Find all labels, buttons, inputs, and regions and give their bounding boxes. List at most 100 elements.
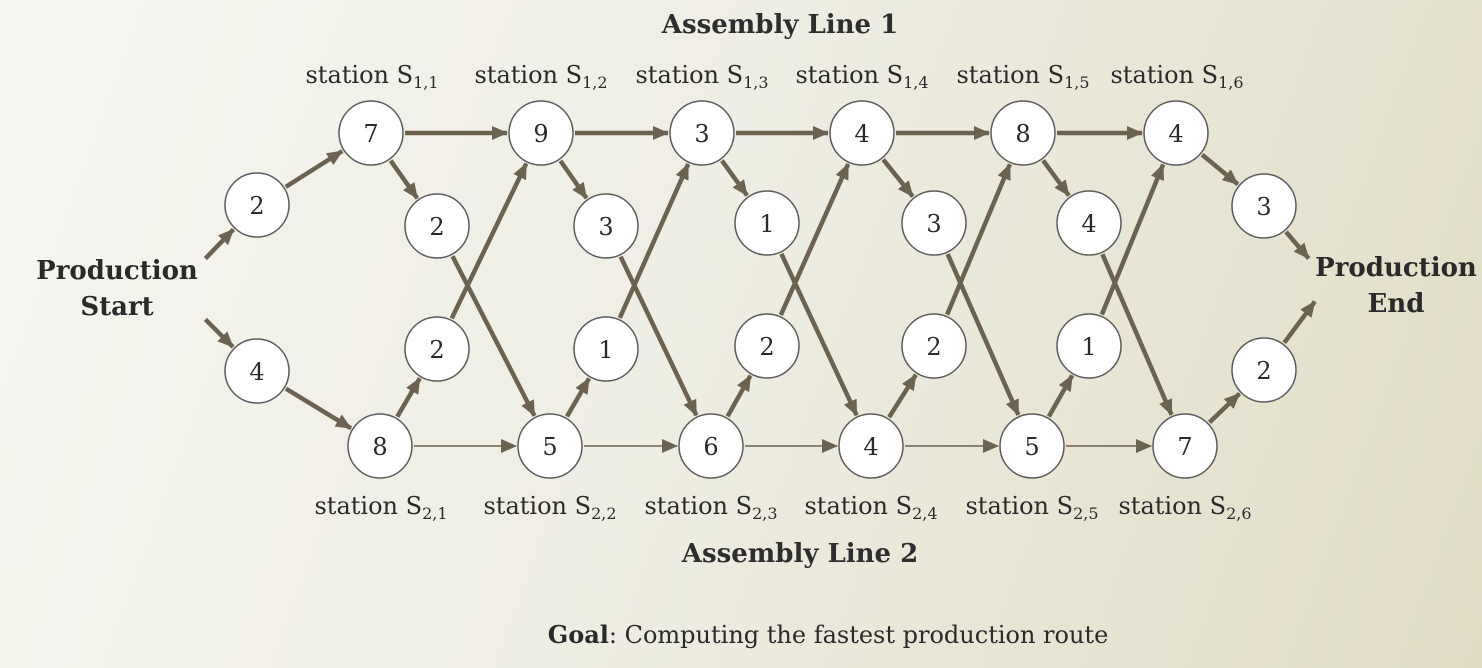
transfer-2to1-2-node-circle (573, 316, 639, 382)
transfer-1to2-1-node: 2 (404, 193, 470, 259)
station-s1-5-node-circle (990, 100, 1056, 166)
production-start-line2: Start (80, 292, 154, 322)
station-s2-1-node-value: 8 (372, 433, 387, 461)
transfer-to-line1-arrow-3 (778, 163, 851, 316)
exit-time-line1-node-circle (1231, 173, 1297, 239)
transfer-2to1-3-node-value: 2 (759, 333, 774, 361)
station-label-s1-2: station S1,2 (474, 61, 607, 92)
station-label-s1-1-prefix: station S (305, 61, 414, 89)
station-s2-3-node-circle (678, 413, 744, 479)
production-start-line1: Production (36, 256, 198, 286)
station-label-s2-5-subscript: 2,5 (1073, 504, 1099, 523)
transfer-1to2-4-node: 3 (901, 190, 967, 256)
line1-to-transfer-arrow-1 (388, 159, 420, 200)
station-label-s2-4-subscript: 2,4 (912, 504, 938, 523)
transfer-2to1-4-node: 2 (901, 313, 967, 379)
station-s2-5-node-value: 5 (1024, 433, 1039, 461)
station-label-s2-4-prefix: station S (804, 492, 913, 520)
station-label-s2-1-subscript: 2,1 (422, 504, 448, 523)
station-label-s2-3-prefix: station S (644, 492, 753, 520)
transfer-to-line2-arrow-1 (450, 255, 537, 417)
station-s2-4-node-circle (838, 413, 904, 479)
station-s2-4-node: 4 (838, 413, 904, 479)
station-label-s1-3-subscript: 1,3 (743, 73, 769, 92)
assembly-line-2-title: Assembly Line 2 (681, 539, 919, 569)
station-label-s2-6-subscript: 2,6 (1226, 504, 1252, 523)
production-end-label: Production End (1315, 250, 1477, 322)
station-label-s2-1: station S2,1 (314, 492, 447, 523)
station-label-s1-6-prefix: station S (1110, 61, 1219, 89)
station-s1-2-node: 9 (508, 100, 574, 166)
line2-to-transfer-arrow-4 (887, 373, 918, 419)
station-s2-6-node-circle (1152, 413, 1218, 479)
station-label-s2-3: station S2,3 (644, 492, 777, 523)
exit-time-line2-node-circle (1231, 337, 1297, 403)
station-s1-6-node-value: 4 (1168, 120, 1183, 148)
transfer-2to1-1-node: 2 (404, 316, 470, 382)
s16-to-exit1-arrow (1200, 152, 1240, 187)
station-s1-3-node: 3 (669, 100, 735, 166)
line1-to-transfer-arrow-3 (720, 159, 749, 197)
entry2-to-s21-arrow (284, 386, 353, 431)
transfer-2to1-4-node-value: 2 (926, 333, 941, 361)
station-label-s1-5-subscript: 1,5 (1064, 73, 1090, 92)
exit-time-line2-node: 2 (1231, 337, 1297, 403)
line2-to-transfer-arrow-5 (1046, 374, 1075, 418)
station-label-s1-6: station S1,6 (1110, 61, 1243, 92)
station-s2-3-node: 6 (678, 413, 744, 479)
transfer-to-line1-arrow-4 (945, 163, 1012, 316)
station-label-s2-3-subscript: 2,3 (752, 504, 778, 523)
transfer-2to1-5-node-circle (1056, 313, 1122, 379)
production-end-line1: Production (1315, 253, 1477, 283)
transfer-2to1-3-node-circle (734, 313, 800, 379)
station-label-s1-4: station S1,4 (795, 61, 928, 92)
goal-bold: Goal (547, 620, 609, 649)
transfer-1to2-5-node-circle (1056, 190, 1122, 256)
transfer-to-line1-arrow-1 (449, 162, 529, 320)
station-s1-6-node: 4 (1143, 100, 1209, 166)
line2-to-transfer-arrow-2 (565, 377, 591, 418)
station-s1-5-node: 8 (990, 100, 1056, 166)
station-s2-1-node: 8 (347, 413, 413, 479)
station-s2-5-node-circle (999, 413, 1065, 479)
start-to-entry1-arrow (203, 227, 236, 261)
line1-to-transfer-arrow-4 (881, 158, 915, 198)
transfer-to-line1-arrow-5 (1099, 163, 1166, 316)
station-label-s1-2-subscript: 1,2 (582, 73, 608, 92)
entry-time-line1-node-circle (224, 172, 290, 238)
s26-to-exit2-arrow (1207, 391, 1242, 425)
station-s2-6-node-value: 7 (1177, 433, 1192, 461)
station-label-s2-2-prefix: station S (483, 492, 592, 520)
transfer-1to2-2-node-circle (573, 193, 639, 259)
station-s1-3-node-circle (669, 100, 735, 166)
transfer-1to2-3-node-circle (734, 190, 800, 256)
production-start-label: Production Start (36, 253, 198, 325)
station-s2-5-node: 5 (999, 413, 1065, 479)
entry-time-line2-node: 4 (224, 338, 290, 404)
transfer-1to2-5-node-value: 4 (1081, 210, 1096, 238)
transfer-1to2-3-node-value: 1 (759, 210, 774, 238)
station-s1-1-node: 7 (338, 100, 404, 166)
station-label-s2-4: station S2,4 (804, 492, 937, 523)
entry-time-line2-node-value: 4 (249, 358, 264, 386)
exit-time-line1-node-value: 3 (1256, 193, 1271, 221)
station-label-s1-4-prefix: station S (795, 61, 904, 89)
assembly-line-1-title: Assembly Line 1 (661, 10, 899, 40)
station-s1-2-node-value: 9 (533, 120, 548, 148)
transfer-2to1-1-node-value: 2 (429, 336, 444, 364)
transfer-1to2-1-node-circle (404, 193, 470, 259)
line2-to-transfer-arrow-3 (725, 374, 753, 418)
entry-time-line1-node-value: 2 (249, 192, 264, 220)
entry-time-line1-node: 2 (224, 172, 290, 238)
entry-time-line2-node-circle (224, 338, 290, 404)
station-label-s2-5: station S2,5 (965, 492, 1098, 523)
entry1-to-s11-arrow (284, 149, 344, 189)
station-label-s1-6-subscript: 1,6 (1218, 73, 1244, 92)
station-label-s1-4-subscript: 1,4 (903, 73, 929, 92)
transfer-1to2-3-node: 1 (734, 190, 800, 256)
transfer-2to1-1-node-circle (404, 316, 470, 382)
transfer-2to1-5-node: 1 (1056, 313, 1122, 379)
transfer-2to1-2-node-value: 1 (598, 336, 613, 364)
station-label-s1-5: station S1,5 (956, 61, 1089, 92)
station-label-s2-2-subscript: 2,2 (591, 504, 617, 523)
